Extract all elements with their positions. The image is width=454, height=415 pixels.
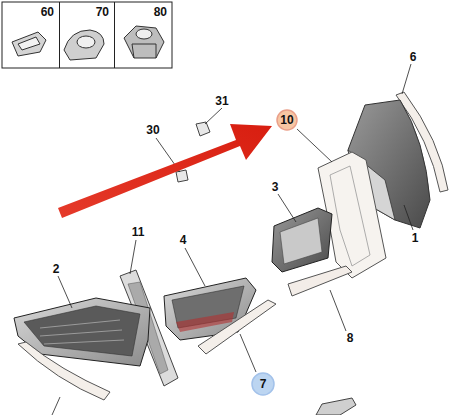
callout-number: 11 <box>130 225 147 239</box>
clip-icon <box>12 32 46 56</box>
callout-number: 8 <box>345 331 356 345</box>
leader-lines <box>52 64 413 415</box>
partial-part <box>316 398 356 415</box>
callout-number: 31 <box>213 94 230 108</box>
callout-number: 3 <box>270 180 281 194</box>
trim-strip <box>198 300 276 354</box>
fastener-table <box>2 2 172 68</box>
inner-lamp <box>272 208 332 272</box>
fastener-number: 80 <box>154 6 167 18</box>
trim-strip <box>288 266 352 296</box>
fastener-cell: 70 <box>58 2 115 68</box>
fastener-cell: 80 <box>114 2 172 68</box>
pointer-arrow <box>58 124 272 218</box>
callout-number: 10 <box>280 114 293 126</box>
fastener-cell: 60 <box>2 2 60 68</box>
callout-number: 4 <box>178 233 189 247</box>
lamp-unit <box>164 278 256 340</box>
callout-number: 6 <box>408 50 419 64</box>
clip <box>196 122 210 136</box>
clip <box>176 170 188 182</box>
callout-number: 2 <box>51 262 62 276</box>
highlight-callout: 10 <box>276 109 298 131</box>
callout-number: 30 <box>144 123 161 137</box>
fastener-number: 70 <box>96 6 109 18</box>
push-nut-icon <box>64 30 104 60</box>
highlight-callout: 7 <box>251 372 275 396</box>
callout-number: 1 <box>410 231 421 245</box>
trim-strip <box>18 342 110 400</box>
hex-nut-icon <box>124 26 164 58</box>
callout-number: 7 <box>260 378 267 390</box>
fastener-number: 60 <box>41 6 54 18</box>
